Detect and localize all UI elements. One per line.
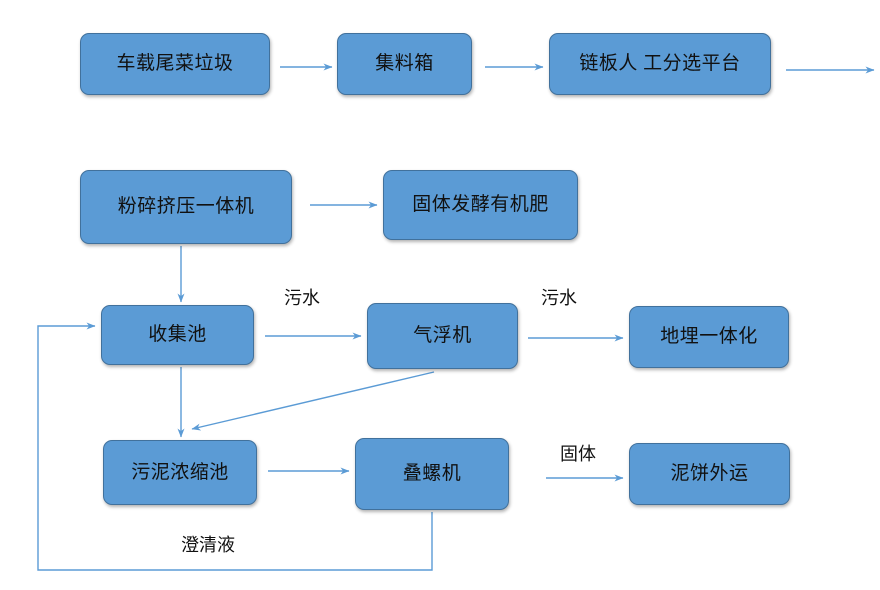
- node-label: 泥饼外运: [670, 463, 749, 485]
- node-crushing-extrusion-machine[interactable]: 粉碎挤压一体机: [80, 170, 292, 244]
- edge-label-wastewater-1: 污水: [284, 288, 320, 308]
- node-vehicle-vegetable-waste[interactable]: 车载尾菜垃圾: [80, 33, 270, 95]
- node-collection-bin[interactable]: 集料箱: [337, 33, 472, 95]
- node-sludge-thickening-tank[interactable]: 污泥浓缩池: [103, 440, 257, 505]
- node-label: 收集池: [148, 324, 207, 346]
- node-chain-plate-manual-sorting-platform[interactable]: 链板人 工分选平台: [549, 33, 771, 95]
- node-label: 链板人 工分选平台: [579, 53, 741, 75]
- node-label: 污泥浓缩池: [131, 461, 229, 483]
- node-label: 粉碎挤压一体机: [117, 196, 255, 218]
- edge-label-clarified-liquid: 澄清液: [181, 535, 235, 555]
- node-label: 固体发酵有机肥: [412, 194, 549, 216]
- edge-label-solid: 固体: [560, 444, 596, 464]
- arrow-n7-n9: [191, 371, 435, 431]
- node-solid-fermented-organic-fertilizer[interactable]: 固体发酵有机肥: [383, 170, 578, 240]
- node-label: 叠螺机: [402, 463, 462, 485]
- node-label: 集料箱: [375, 53, 434, 75]
- edge-label-wastewater-2: 污水: [541, 288, 577, 308]
- node-buried-integrated-unit[interactable]: 地埋一体化: [629, 306, 789, 368]
- node-mud-cake-transport[interactable]: 泥饼外运: [629, 443, 790, 505]
- node-air-flotation-machine[interactable]: 气浮机: [367, 303, 518, 369]
- node-label: 地埋一体化: [660, 326, 758, 348]
- node-collection-tank[interactable]: 收集池: [101, 305, 254, 365]
- node-label: 车载尾菜垃圾: [116, 53, 234, 75]
- node-label: 气浮机: [413, 325, 472, 347]
- node-stacked-screw-press[interactable]: 叠螺机: [355, 438, 509, 510]
